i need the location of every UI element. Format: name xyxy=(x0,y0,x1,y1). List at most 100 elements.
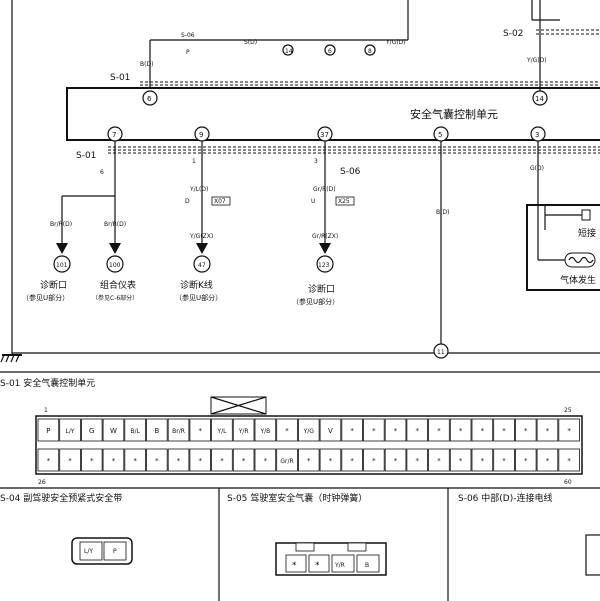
ground-hatch-4 xyxy=(15,354,20,363)
row2-cell xyxy=(341,448,363,472)
pin-top-6-label: 6 xyxy=(147,95,152,103)
label-yg-d: Y/G(D) xyxy=(526,57,547,64)
row2-cell xyxy=(363,448,385,472)
row1-cell xyxy=(211,418,233,442)
row2-pin-label: Gr/R xyxy=(280,458,293,465)
pin-bottom-7-label: 7 xyxy=(112,131,116,139)
row1-pin-label: * xyxy=(502,427,506,435)
s05-pin-1-label: * xyxy=(292,561,297,571)
connector-row-2: ***********Gr/R************* xyxy=(37,448,580,472)
row2-cell xyxy=(297,448,320,472)
row1-cell xyxy=(341,418,363,442)
ground-num-11: 11 xyxy=(437,349,445,356)
s04-pin-1 xyxy=(79,541,103,561)
row1-pin-label: Y/R xyxy=(238,428,249,435)
conn-note-123: （参见U部分） xyxy=(292,297,339,306)
row1-pin-label: * xyxy=(372,427,376,435)
inflator-box xyxy=(526,204,600,291)
row2-cell xyxy=(276,448,298,472)
wire-label-4-u: U xyxy=(311,198,315,205)
wire-label-3-bottom: Y/G(ZX) xyxy=(189,233,213,240)
row2-cell xyxy=(428,448,450,472)
pin-1-label: 1 xyxy=(44,407,48,414)
conn-circle-123 xyxy=(316,255,334,273)
row1-pin-label: G xyxy=(89,427,94,435)
splice-s01-bottom: S-01 xyxy=(76,151,96,161)
row1-cell xyxy=(167,418,190,442)
row2-pin-label: * xyxy=(177,457,181,465)
row1-pin-label: * xyxy=(285,427,289,435)
s05-pin-4 xyxy=(356,554,380,573)
row2-cell xyxy=(493,448,515,472)
row2-cell xyxy=(471,448,494,472)
row2-pin-label: * xyxy=(220,457,224,465)
row2-pin-label: * xyxy=(90,457,94,465)
row1-pin-label: Br/R xyxy=(172,428,185,435)
row2-pin-label: * xyxy=(133,457,137,465)
splice-s01-top: S-01 xyxy=(110,73,130,83)
ground-hatch-3 xyxy=(10,354,15,363)
conn-circle-101 xyxy=(53,255,71,273)
conn-num-123: 123 xyxy=(318,262,330,269)
connector-panel-title: S-01 安全气囊控制单元 xyxy=(0,377,95,389)
row1-cell xyxy=(124,418,146,442)
row2-cell xyxy=(37,448,60,472)
row2-pin-label: * xyxy=(155,457,159,465)
row2-cell xyxy=(536,448,559,472)
wire-label-4-top: Gr/R(D) xyxy=(313,186,336,193)
row1-pin-label: * xyxy=(350,427,354,435)
pin-60-label: 60 xyxy=(564,479,572,486)
conn-num-101: 101 xyxy=(56,262,68,269)
row1-cell xyxy=(232,418,255,442)
panel-s06-title: S-06 中部(D)-连接电线 xyxy=(458,492,552,504)
row1-pin-label: * xyxy=(567,427,571,435)
s05-pin-4-label: B xyxy=(365,562,369,569)
row2-pin-label: * xyxy=(416,457,420,465)
row2-cell xyxy=(59,448,81,472)
row2-pin-label: * xyxy=(546,457,550,465)
row2-cell xyxy=(254,448,277,472)
row2-cell xyxy=(406,448,428,472)
pin-top-14-label: 14 xyxy=(535,95,544,103)
wire-label-3-top: Y/L(D) xyxy=(189,186,208,193)
row1-cell xyxy=(558,418,580,442)
row1-pin-label: * xyxy=(481,427,485,435)
row1-pin-label: * xyxy=(524,427,528,435)
row2-cell xyxy=(515,448,537,472)
row1-cell xyxy=(254,418,277,442)
top-circle-2-num: 6 xyxy=(328,48,332,55)
row1-pin-label: P xyxy=(46,427,50,435)
row1-cell xyxy=(515,418,537,442)
row1-pin-label: * xyxy=(437,427,441,435)
row2-cell xyxy=(124,448,146,472)
row1-pin-label: Y/G xyxy=(303,428,315,435)
conn-name-100: 组合仪表 xyxy=(100,279,136,291)
top-label-bkd: B(D) xyxy=(140,61,153,68)
row1-cell xyxy=(319,418,342,442)
row2-pin-label: * xyxy=(307,457,311,465)
row2-pin-label: * xyxy=(372,457,376,465)
conn-num-100: 100 xyxy=(109,262,121,269)
conn-note-47: （参见U部分） xyxy=(175,293,222,302)
row2-cell xyxy=(449,448,472,472)
control-unit-title: 安全气囊控制单元 xyxy=(410,107,498,121)
s04-pin-2 xyxy=(103,541,127,561)
wire-label-3-d: D xyxy=(185,198,190,205)
s05-pin-3 xyxy=(331,554,355,573)
row2-pin-label: * xyxy=(264,457,268,465)
wire-box-4-label: X25 xyxy=(338,198,350,205)
row2-cell xyxy=(102,448,125,472)
pin-bottom-5-label: 5 xyxy=(438,131,442,139)
s05-pin-2-label: * xyxy=(315,561,320,571)
arrow-101 xyxy=(56,243,68,254)
resistor-coil xyxy=(568,256,594,264)
row2-cell xyxy=(81,448,103,472)
row1-cell xyxy=(297,418,320,442)
wire-label-4-bottom: Gr/R(ZX) xyxy=(312,233,338,240)
top-circle-1-num: 14 xyxy=(285,48,293,55)
row2-pin-label: * xyxy=(350,457,354,465)
row2-pin-label: * xyxy=(459,457,463,465)
row2-pin-label: * xyxy=(112,457,116,465)
pin-bottom-37-label: 37 xyxy=(320,131,329,139)
